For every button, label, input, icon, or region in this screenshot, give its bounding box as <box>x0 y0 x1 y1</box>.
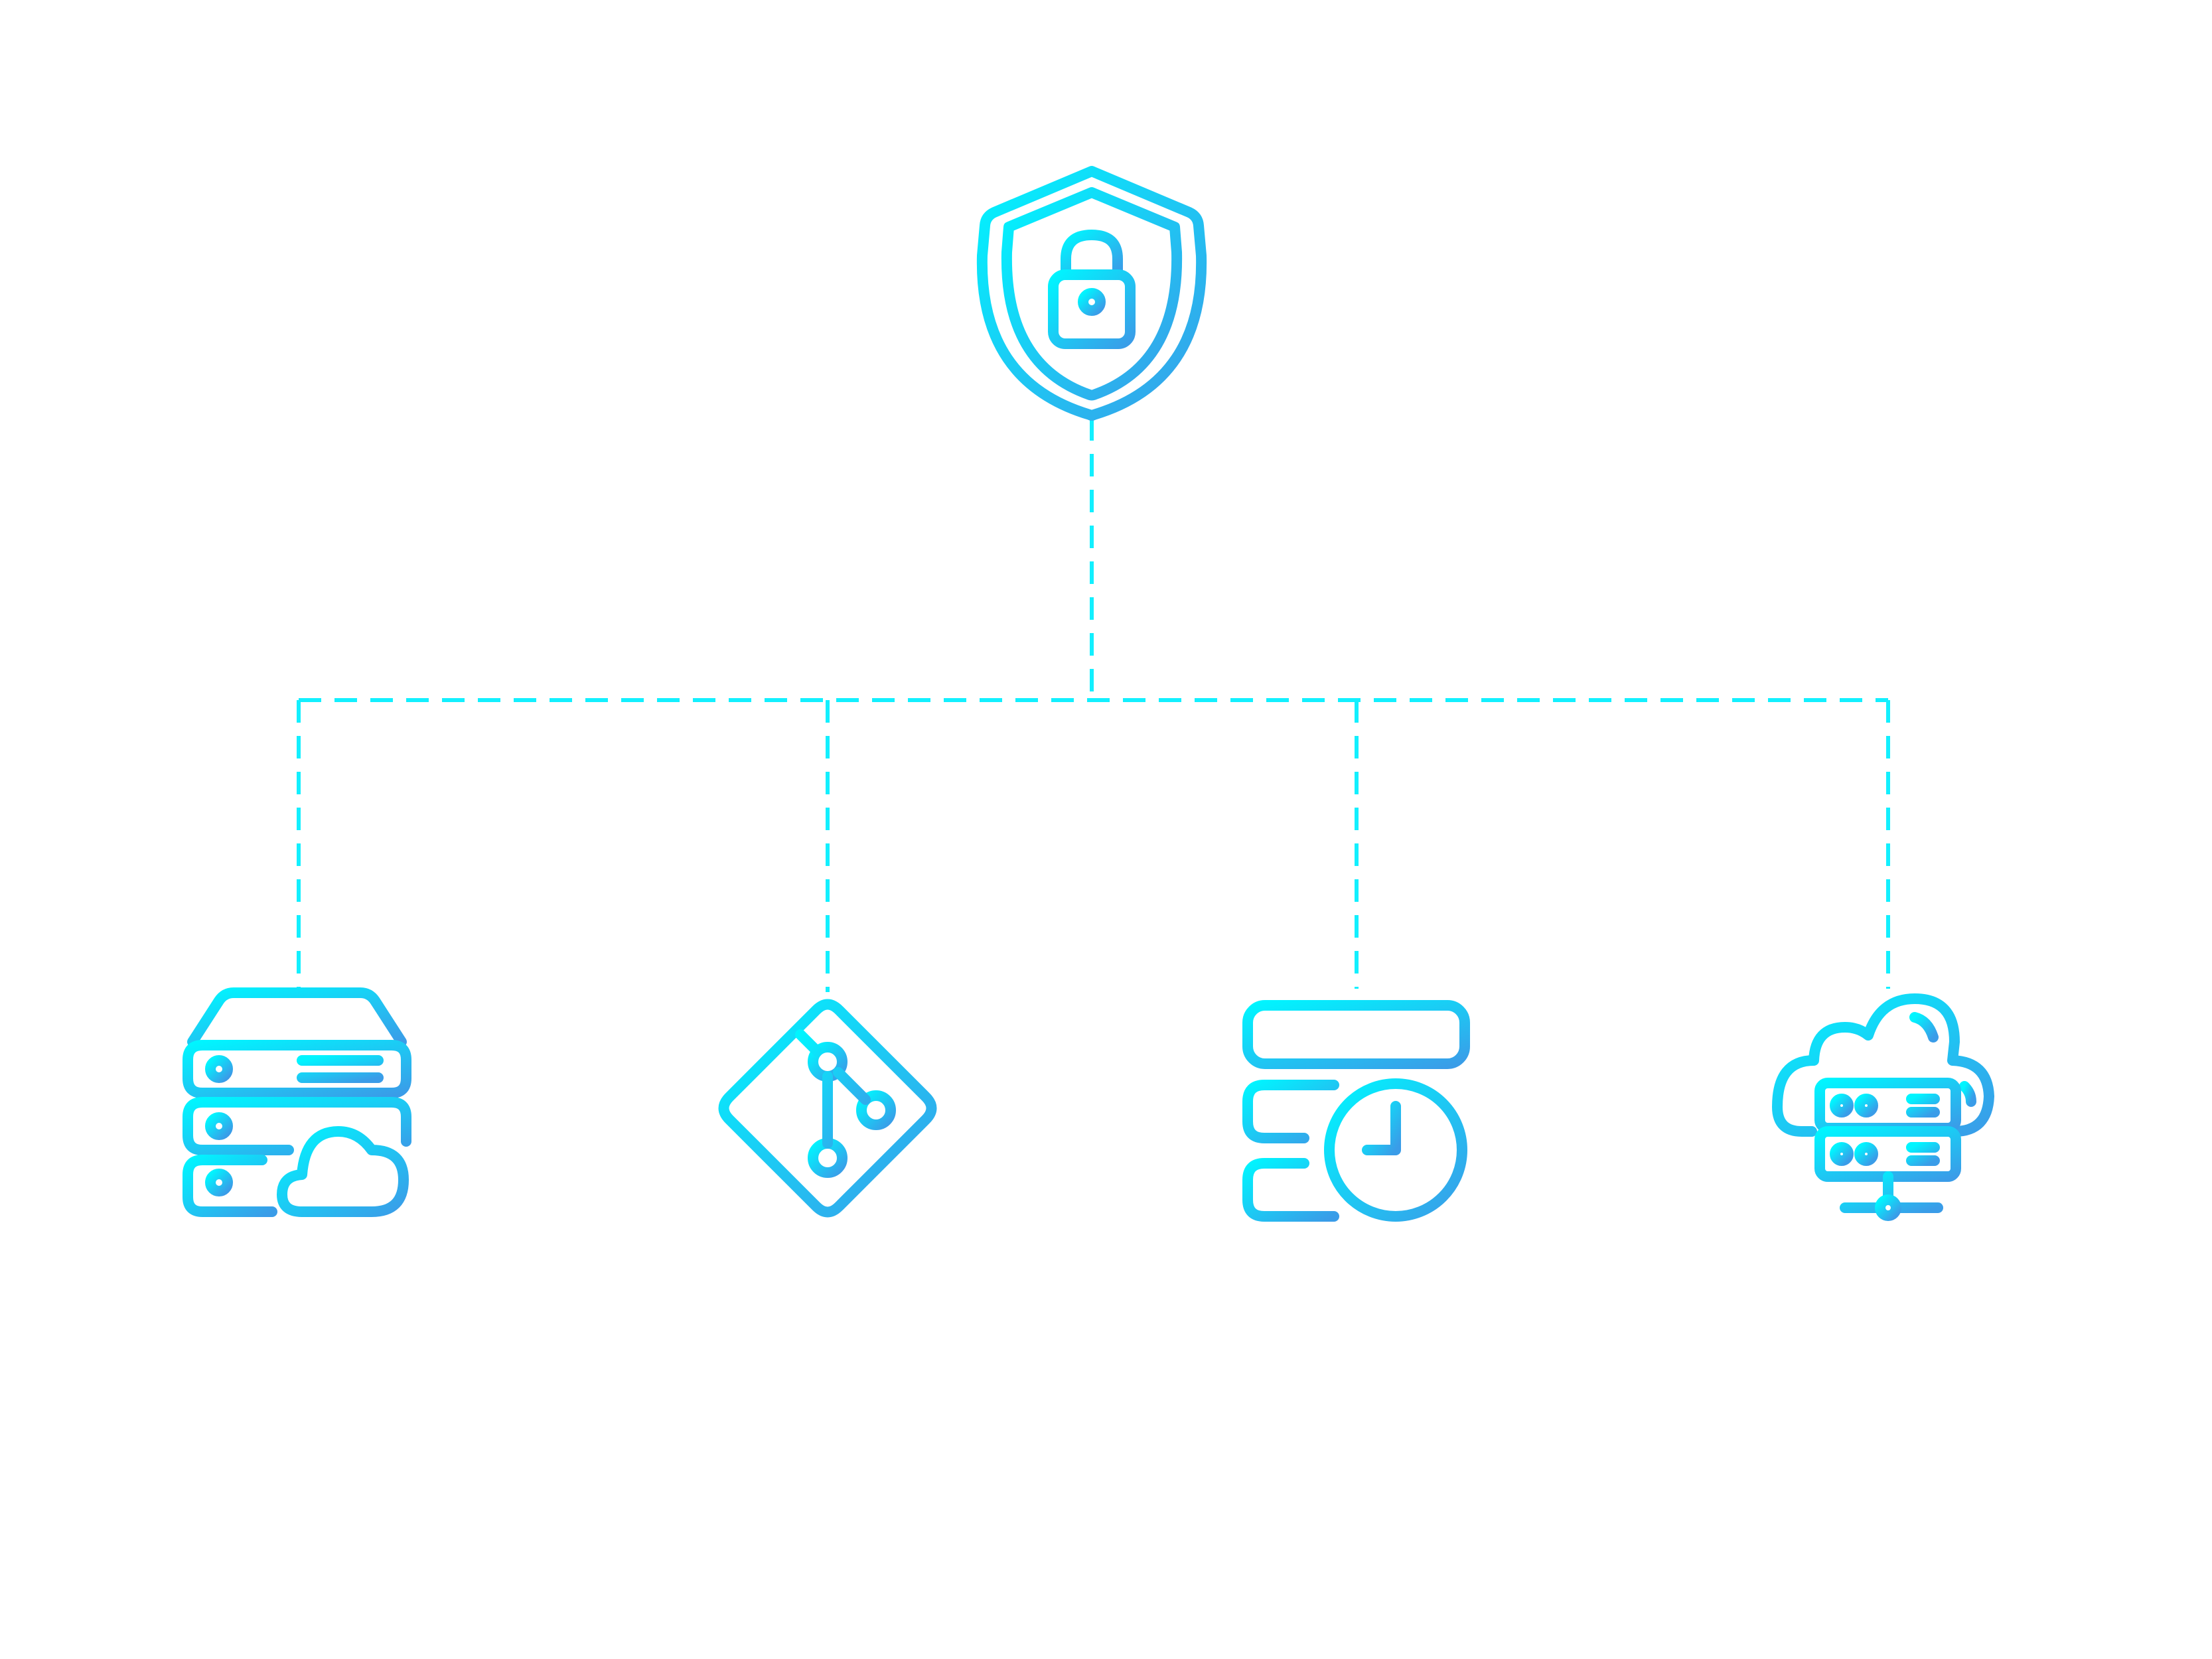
diamond-outline <box>718 999 937 1218</box>
cloud-server-unit-2-vent <box>1906 1142 1940 1166</box>
git-node-right <box>856 1090 896 1130</box>
git-branch-lines <box>795 1029 871 1149</box>
cloud-server-unit-2-led-b <box>1854 1142 1878 1166</box>
cloud-server-unit-1-led-a <box>1830 1094 1854 1118</box>
server-unit-2 <box>183 1097 411 1155</box>
shield-lock-icon <box>976 166 1207 421</box>
cloud-shine-arc <box>1909 1012 1939 1043</box>
server-unit-3 <box>183 1155 277 1217</box>
shield-outer-outline <box>976 166 1207 421</box>
connector-lines <box>297 418 1890 992</box>
server-top-cap <box>187 987 407 1047</box>
clock-hands <box>1362 1101 1401 1155</box>
server-cloud-storage-icon <box>183 987 411 1217</box>
server-unit-1-vent <box>297 1055 384 1083</box>
server-unit-2-led <box>205 1112 233 1140</box>
cloud-server-unit-1-vent <box>1906 1094 1940 1118</box>
server-unit-1 <box>183 1040 411 1098</box>
cloud-server-network-icon <box>1772 993 1994 1221</box>
server-rack-bottom <box>1242 1158 1339 1222</box>
cloud-outline <box>1772 993 1994 1137</box>
clock-face <box>1324 1078 1467 1222</box>
cloud-server-unit-1-led-b <box>1854 1094 1878 1118</box>
server-rack-middle <box>1242 1080 1339 1143</box>
shield-inner-outline <box>1001 187 1183 401</box>
server-clock-icon <box>1242 1000 1470 1222</box>
padlock-body <box>1048 269 1136 349</box>
cloud-shine-mark <box>1959 1081 1976 1107</box>
padlock-shackle <box>1061 230 1123 279</box>
cloud-server-unit-2-led-a <box>1830 1142 1854 1166</box>
server-rack-top <box>1242 1000 1470 1069</box>
cloud-outline <box>277 1126 409 1217</box>
git-branch-diamond-icon <box>718 999 937 1218</box>
network-node <box>1875 1194 1901 1221</box>
server-unit-1-led <box>205 1055 233 1083</box>
server-unit-3-led <box>205 1169 233 1196</box>
